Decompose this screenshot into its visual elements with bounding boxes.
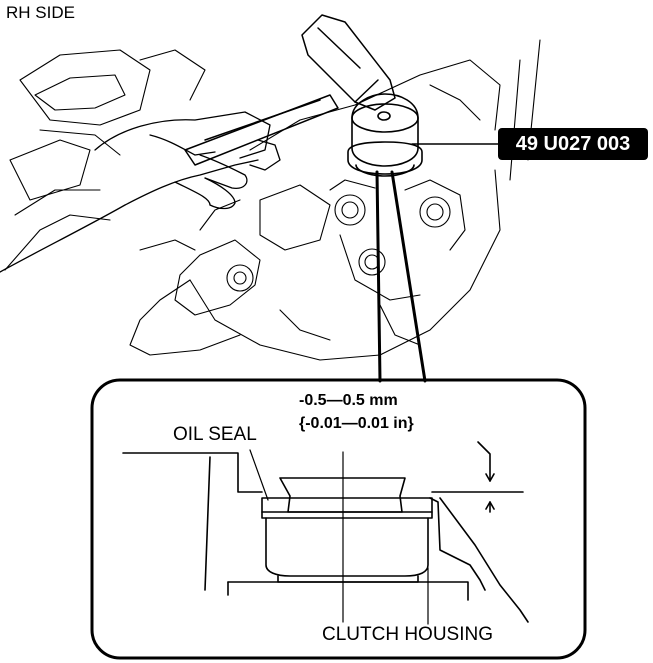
side-label: RH SIDE: [6, 3, 75, 22]
detail-frame: [90, 378, 587, 660]
clutch-housing-label: CLUTCH HOUSING: [322, 624, 494, 645]
detail-leader-right: [390, 170, 427, 383]
hand-illustration: [0, 111, 281, 273]
detail-leader-left: [375, 170, 382, 383]
installer-tool-illustration: [347, 93, 423, 177]
hammer-illustration: [184, 14, 396, 166]
dimension-spec-in: {-0.01—0.01 in}: [299, 415, 414, 432]
tool-number-badge: 49 U027 003: [498, 128, 648, 160]
transaxle-housing-illustration: [4, 39, 541, 361]
detail-cross-section: [122, 441, 529, 625]
oil-seal-label: OIL SEAL: [173, 424, 257, 445]
dimension-spec-mm: -0.5—0.5 mm: [299, 392, 398, 409]
